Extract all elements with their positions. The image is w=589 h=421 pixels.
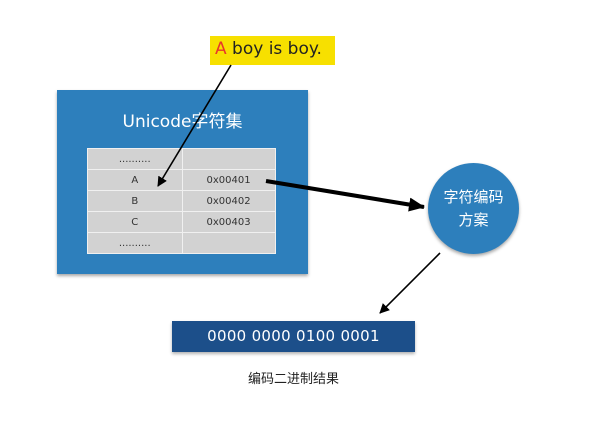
sentence-rest: boy is boy. [226, 39, 322, 59]
binary-result-bar: 0000 0000 0100 0001 [172, 321, 415, 352]
char-cell: .......... [87, 232, 183, 254]
sentence-label: A boy is boy. [210, 36, 335, 65]
highlighted-letter: A [215, 39, 227, 59]
encoding-scheme-circle: 字符编码方案 [428, 163, 519, 254]
table-row: B 0x00402 [87, 190, 276, 212]
code-cell [181, 232, 276, 254]
arrow-code-to-scheme [265, 179, 425, 212]
arrow-scheme-to-binary [379, 252, 441, 314]
binary-result-caption: 编码二进制结果 [247, 372, 339, 387]
panel-title: Unicode字符集 [122, 112, 243, 132]
encoding-scheme-label: 字符编码方案 [443, 187, 504, 229]
unicode-charset-panel: Unicode字符集 .......... A 0x00401 B 0x0040… [57, 90, 308, 274]
code-cell: 0x00402 [181, 190, 276, 212]
charset-table: .......... A 0x00401 B 0x00402 C 0x00403… [87, 148, 276, 254]
arrow-sentence-to-table [157, 64, 232, 187]
table-row: .......... [87, 232, 276, 254]
